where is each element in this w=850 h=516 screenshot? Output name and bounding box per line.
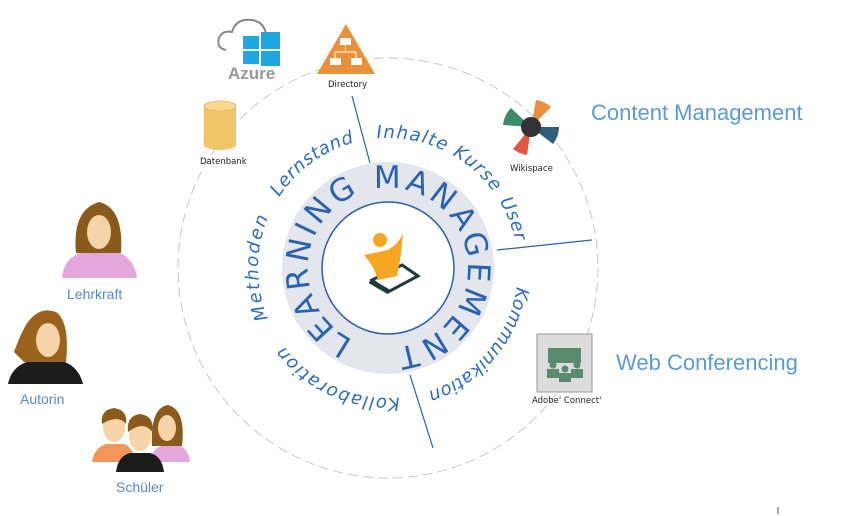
lehrkraft-label: Lehrkraft [67, 286, 122, 302]
teacher-avatar-icon[interactable]: Lehrkraft [62, 202, 137, 302]
wikispace-label: Wikispace [510, 164, 553, 174]
content-management-title: Content Management [591, 100, 803, 125]
dividers [351, 95, 593, 449]
divider-top [351, 95, 371, 164]
grey-ring [282, 162, 494, 374]
students-avatar-icon[interactable]: Schüler [92, 405, 190, 495]
azure-icon[interactable]: Azure [217, 18, 280, 83]
database-icon[interactable]: Datenbank [200, 100, 247, 167]
azure-label: Azure [228, 64, 275, 83]
outer-dashed-ring [177, 57, 599, 479]
divider-bottom [409, 374, 434, 449]
author-avatar-icon[interactable]: Autorin [8, 310, 83, 407]
database-label: Datenbank [200, 157, 247, 167]
directory-icon[interactable]: Directory [317, 24, 375, 90]
web-conferencing-title: Web Conferencing [616, 350, 798, 375]
wikispace-icon[interactable]: Wikispace [503, 100, 559, 174]
adobe-connect-icon[interactable]: Adobe' Connect' [532, 333, 601, 406]
autorin-label: Autorin [20, 391, 64, 407]
divider-right [496, 239, 593, 251]
word-user[interactable]: User [495, 193, 531, 243]
word-methoden[interactable]: Methoden [242, 212, 273, 324]
lms-logo-icon [364, 233, 421, 295]
adobe-connect-label: Adobe' Connect' [532, 396, 601, 406]
schueler-label: Schüler [116, 479, 164, 495]
directory-label: Directory [328, 80, 367, 90]
